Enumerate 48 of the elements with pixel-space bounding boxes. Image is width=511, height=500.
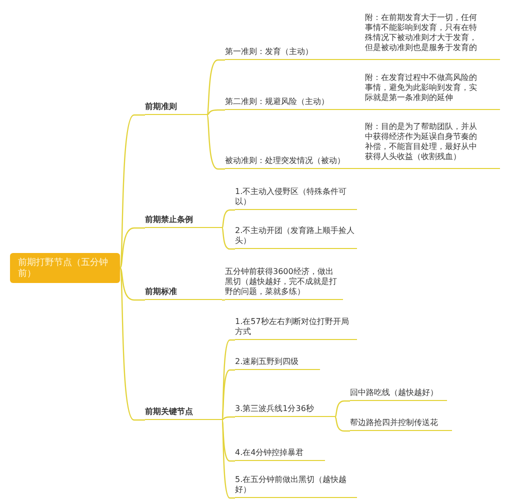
topic-branch bbox=[225, 14, 500, 60]
topic-label: 5.在五分钟前做出黑切（越快越好） bbox=[235, 475, 348, 495]
topic-label: 前期准则 bbox=[145, 102, 178, 112]
topic-label: 前期关键节点 bbox=[145, 407, 194, 417]
topic-branch bbox=[145, 100, 207, 115]
connector-line bbox=[222, 416, 235, 420]
connector-line bbox=[222, 299, 225, 301]
topic-branch bbox=[350, 416, 452, 431]
connector-line bbox=[334, 400, 350, 418]
topic-label: 1.不主动入侵野区（特殊条件可以） bbox=[235, 187, 348, 207]
topic-label: 前期禁止条例 bbox=[145, 215, 194, 225]
topic-label: 第二准则：规避风险（主动） bbox=[225, 97, 330, 107]
topic-branch bbox=[235, 474, 357, 498]
connector-line bbox=[119, 114, 145, 268]
topic-label: 4.在4分钟控掉暴君 bbox=[235, 448, 305, 458]
topic-branch bbox=[145, 213, 222, 228]
connector-line bbox=[334, 416, 350, 432]
topic-label: 3.第三波兵线1分36秒 bbox=[235, 404, 315, 414]
topic-branch bbox=[235, 355, 320, 370]
connector-line bbox=[120, 227, 145, 268]
topic-label: 前期标准 bbox=[145, 287, 178, 297]
topic-label: 帮边路抢四并控制传送花 bbox=[350, 418, 439, 428]
connector-line bbox=[221, 369, 235, 420]
topic-label: 回中路吃线（越快越好） bbox=[350, 388, 439, 398]
topic-branch bbox=[145, 405, 222, 420]
connector-line bbox=[119, 268, 145, 421]
topic-label: 2.不主动开团（发育路上顺手捡人头） bbox=[235, 226, 355, 246]
topic-label: 第一准则：发育（主动） bbox=[225, 47, 314, 57]
topic-label: 五分钟前获得3600经济，做出黑切（越快越好，完不成就是打野的问题，菜就多练） bbox=[225, 267, 338, 297]
topic-branch bbox=[225, 264, 343, 300]
topic-branch bbox=[225, 75, 500, 110]
note-text: 附：在发育过程中不做高风险的事情，避免为此影响到发育，实际就是第一条准则的延伸 bbox=[365, 73, 478, 103]
note-text: 附：目的是为了帮助团队，并从中获得经济作为延误自身节奏的补偿，不能盲目处理，最好从中获得人头收益（收割残血） bbox=[365, 122, 478, 162]
topic-branch bbox=[235, 446, 325, 461]
topic-label: 1.在57秒左右判断对位打野开局方式 bbox=[235, 317, 350, 337]
topic-branch bbox=[350, 386, 447, 401]
note-text: 附：在前期发育大于一切，任何事情不能影响到发育，只有在特殊情况下被动准则才大于发育，但是被动准则也是服务于发育的 bbox=[365, 13, 478, 53]
topic-label: 被动准则：处理突发情况（被动） bbox=[225, 156, 346, 166]
topic-branch bbox=[235, 402, 335, 417]
connector-line bbox=[120, 268, 145, 301]
topic-label: 2.速刷五野到四级 bbox=[235, 357, 300, 367]
connector-line bbox=[221, 420, 235, 462]
connector-line bbox=[206, 114, 225, 170]
topic-branch bbox=[145, 285, 222, 300]
topic-branch bbox=[235, 316, 357, 340]
connector-line bbox=[206, 109, 225, 116]
topic-branch bbox=[235, 185, 357, 210]
root-topic-box: 前期打野节点（五分钟前） bbox=[10, 253, 120, 283]
